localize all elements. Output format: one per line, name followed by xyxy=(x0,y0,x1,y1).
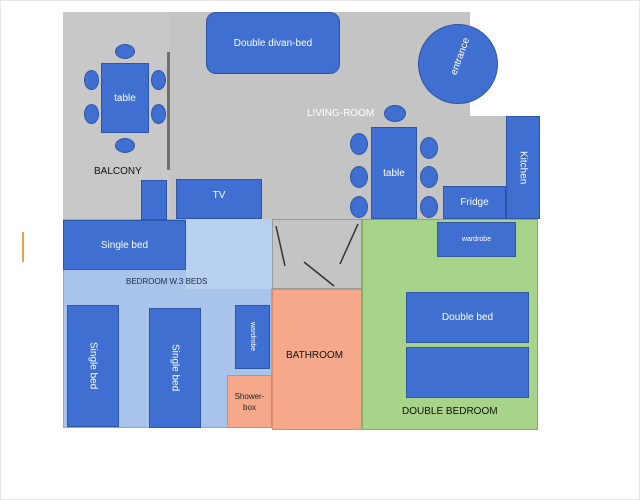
living-chair-left-2 xyxy=(350,166,368,188)
balcony-chair-right-2 xyxy=(151,104,166,124)
door-line-center xyxy=(303,261,335,287)
shower-box: Shower-box xyxy=(227,375,272,428)
door-line-right xyxy=(339,223,359,265)
balcony-chair-left-1 xyxy=(84,70,99,90)
single-bed-left: Single bed xyxy=(67,305,119,427)
balcony-label: BALCONY xyxy=(94,166,142,177)
tv-unit: TV xyxy=(176,179,262,219)
living-chair-right-1 xyxy=(420,137,438,159)
door-line-left xyxy=(275,225,286,267)
single-bed-middle: Single bed xyxy=(149,308,201,428)
bedroom-3-beds-upper-area xyxy=(186,219,272,289)
double-bed: Double bed xyxy=(406,292,529,343)
living-chair-right-2 xyxy=(420,166,438,188)
bathroom-label: BATHROOM xyxy=(286,350,344,361)
single-bed-middle-label: Single bed xyxy=(169,344,181,392)
edge-marker xyxy=(22,232,24,262)
living-room-label: LIVING-ROOM xyxy=(307,108,375,119)
kitchen-label: Kitchen xyxy=(517,150,529,185)
living-chair-right-3 xyxy=(420,196,438,218)
balcony-chair-right-1 xyxy=(151,70,166,90)
balcony-door-divider xyxy=(167,52,170,170)
living-chair-top xyxy=(384,105,406,122)
bathroom-area xyxy=(272,289,362,430)
hallway-area xyxy=(272,219,362,289)
balcony-chair-bottom xyxy=(115,138,135,153)
balcony-cabinet xyxy=(141,180,167,220)
double-divan-bed: Double divan-bed xyxy=(206,12,340,74)
balcony-chair-top xyxy=(115,44,135,59)
bedroom-3-beds-label: BEDROOM W.3 BEDS xyxy=(126,277,208,286)
living-chair-left-1 xyxy=(350,133,368,155)
living-chair-left-3 xyxy=(350,196,368,218)
wardrobe-double-bedroom: wardrobe xyxy=(437,222,516,257)
wardrobe-bedroom-3: wardrobe xyxy=(235,305,270,369)
single-bed-left-label: Single bed xyxy=(87,342,99,390)
living-table: table xyxy=(371,127,417,219)
kitchen-unit: Kitchen xyxy=(506,116,540,219)
entrance-label: entrance xyxy=(448,36,473,77)
wardrobe-bedroom-3-label: wardrobe xyxy=(249,322,256,352)
fridge: Fridge xyxy=(443,186,506,219)
double-bedroom-label: DOUBLE BEDROOM xyxy=(402,406,498,417)
balcony-chair-left-2 xyxy=(84,104,99,124)
entrance[interactable]: entrance xyxy=(418,24,498,104)
balcony-table: table xyxy=(101,63,149,133)
single-bed-top: Single bed xyxy=(63,220,186,270)
double-bed-lower-half xyxy=(406,347,529,398)
